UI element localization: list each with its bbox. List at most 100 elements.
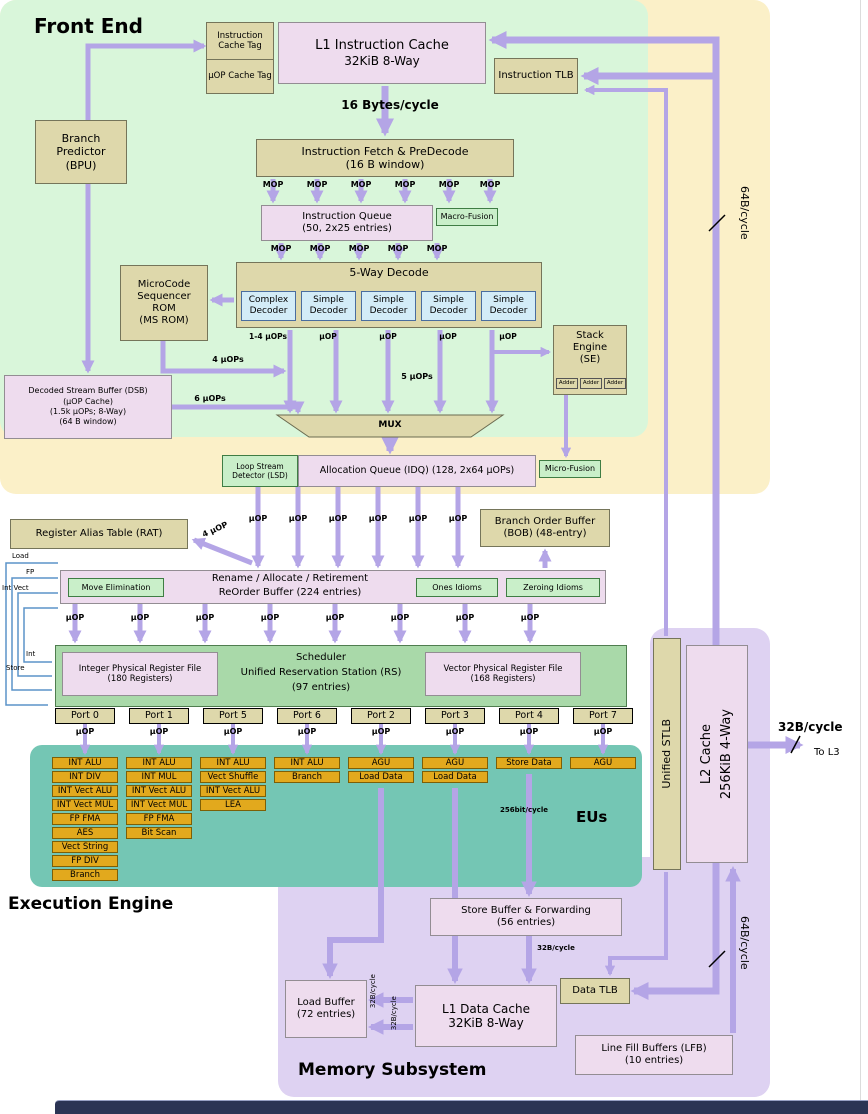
- zeroing-idioms-box: Zeroing Idioms: [506, 578, 600, 597]
- uop-label: µOP: [260, 613, 280, 622]
- eu-column-port7: AGU: [570, 757, 636, 769]
- port-box-7: Port 7: [573, 708, 633, 724]
- rate-32b-vertical-a: 32B/cycle: [369, 974, 377, 1009]
- eu-unit: Load Data: [348, 771, 414, 783]
- label-6uops: 6 µOPs: [194, 394, 226, 403]
- instruction-cache-tag-box: Instruction Cache Tag: [206, 22, 274, 60]
- eu-unit: Store Data: [496, 757, 562, 769]
- decode-output-label: 1-4 µOPs: [249, 332, 287, 341]
- macro-fusion-box: Macro-Fusion: [436, 208, 498, 226]
- eu-column-port0: INT ALU INT DIV INT Vect ALU INT Vect MU…: [52, 757, 118, 881]
- decoder-box-simple: Simple Decoder: [481, 291, 536, 321]
- eu-unit: INT ALU: [274, 757, 340, 769]
- uop-label: µOP: [520, 613, 540, 622]
- uop-label: µOP: [408, 514, 428, 523]
- micro-fusion-box: Micro-Fusion: [539, 460, 601, 478]
- eu-unit: INT MUL: [126, 771, 192, 783]
- uop-label: µOP: [371, 727, 391, 736]
- eu-column-port2: AGU Load Data: [348, 757, 414, 783]
- uop-label: µOP: [519, 727, 539, 736]
- instruction-queue-box: Instruction Queue (50, 2x25 entries): [261, 205, 433, 241]
- mop-label: MOP: [387, 244, 409, 253]
- data-tlb-box: Data TLB: [560, 978, 630, 1004]
- uop-label: µOP: [445, 727, 465, 736]
- eu-unit: INT ALU: [52, 757, 118, 769]
- eu-unit: AGU: [422, 757, 488, 769]
- decode-output-label: µOP: [379, 332, 397, 341]
- port-box-3: Port 3: [425, 708, 485, 724]
- vec-prf-box: Vector Physical Register File (168 Regis…: [425, 652, 581, 696]
- uop-label: µOP: [65, 613, 85, 622]
- port-box-2: Port 2: [351, 708, 411, 724]
- eu-column-port5: INT ALU Vect Shuffle INT Vect ALU LEA: [200, 757, 266, 811]
- instruction-tlb-box: Instruction TLB: [494, 58, 578, 94]
- bus-label-store: Store: [6, 664, 25, 672]
- rate-32b-store-label: 32B/cycle: [537, 944, 575, 952]
- execution-engine-title: Execution Engine: [8, 894, 174, 914]
- decoder-box-simple: Simple Decoder: [361, 291, 416, 321]
- mop-label: MOP: [426, 244, 448, 253]
- mux-shape: [275, 414, 505, 438]
- mop-label: MOP: [270, 244, 292, 253]
- bus-width-slashes: [708, 214, 801, 968]
- uop-label: µOP: [368, 514, 388, 523]
- uop-label: µOP: [328, 514, 348, 523]
- uop-label: µOP: [448, 514, 468, 523]
- bus-label-int: Int: [26, 650, 36, 658]
- store-buffer-box: Store Buffer & Forwarding (56 entries): [430, 898, 622, 936]
- port-box-6: Port 6: [277, 708, 337, 724]
- dsb-box: Decoded Stream Buffer (DSB) (µOP Cache) …: [4, 375, 172, 439]
- eu-unit: Branch: [52, 869, 118, 881]
- port-box-0: Port 0: [55, 708, 115, 724]
- decode-output-label: µOP: [499, 332, 517, 341]
- to-l3-label: To L3: [814, 747, 840, 758]
- decode-output-label: µOP: [319, 332, 337, 341]
- eu-column-port1: INT ALU INT MUL INT Vect ALU INT Vect MU…: [126, 757, 192, 839]
- eu-unit: Vect Shuffle: [200, 771, 266, 783]
- rate-32b-l3-label: 32B/cycle: [778, 720, 843, 734]
- uop-label: µOP: [297, 727, 317, 736]
- load-buffer-box: Load Buffer (72 entries): [285, 980, 367, 1038]
- eu-unit: INT Vect MUL: [52, 799, 118, 811]
- uop-label: µOP: [288, 514, 308, 523]
- rate-64b-top-label: 64B/cycle: [738, 186, 751, 240]
- rate-256bit-label: 256bit/cycle: [500, 806, 548, 814]
- ones-idioms-box: Ones Idioms: [416, 578, 498, 597]
- adder-box: Adder: [580, 378, 602, 389]
- eu-unit: Branch: [274, 771, 340, 783]
- eu-unit: INT ALU: [126, 757, 192, 769]
- eu-unit: INT Vect ALU: [52, 785, 118, 797]
- decoder-box-simple: Simple Decoder: [301, 291, 356, 321]
- right-edge-line: [860, 0, 861, 1100]
- port-box-5: Port 5: [203, 708, 263, 724]
- rat-box: Register Alias Table (RAT): [10, 519, 188, 549]
- label-4uops: 4 µOPs: [212, 355, 244, 364]
- uop-label: µOP: [130, 613, 150, 622]
- front-end-title: Front End: [34, 14, 143, 38]
- eu-unit: LEA: [200, 799, 266, 811]
- eu-unit: FP DIV: [52, 855, 118, 867]
- uop-cache-tag-box: µOP Cache Tag: [206, 59, 274, 94]
- window-bottom-bar: [55, 1100, 868, 1114]
- uop-label: µOP: [195, 613, 215, 622]
- eu-unit: Bit Scan: [126, 827, 192, 839]
- eu-column-port4: Store Data: [496, 757, 562, 769]
- scheduler-text: Scheduler Unified Reservation Station (R…: [240, 652, 402, 693]
- msrom-box: MicroCode Sequencer ROM (MS ROM): [120, 265, 208, 341]
- uop-label: µOP: [149, 727, 169, 736]
- uop-label: µOP: [75, 727, 95, 736]
- uop-label: µOP: [223, 727, 243, 736]
- mop-label: MOP: [479, 180, 501, 189]
- eu-unit: AGU: [348, 757, 414, 769]
- move-elimination-box: Move Elimination: [68, 578, 164, 597]
- adder-box: Adder: [556, 378, 578, 389]
- uop-label: µOP: [325, 613, 345, 622]
- l1-data-cache-box: L1 Data Cache 32KiB 8-Way: [415, 985, 557, 1047]
- uop-label: µOP: [248, 514, 268, 523]
- eu-unit: AES: [52, 827, 118, 839]
- mop-label: MOP: [348, 244, 370, 253]
- eu-column-port6: INT ALU Branch: [274, 757, 340, 783]
- mop-label: MOP: [350, 180, 372, 189]
